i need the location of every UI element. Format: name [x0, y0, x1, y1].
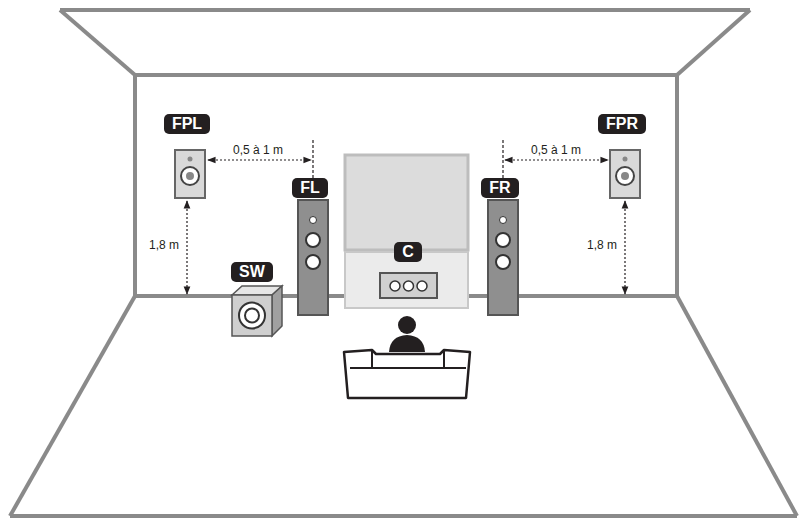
room-outline	[10, 10, 797, 516]
speaker-code: FL	[300, 179, 320, 197]
dimension-label: 1,8 m	[585, 238, 619, 252]
dimension-label: 0,5 à 1 m	[529, 143, 583, 157]
television	[345, 155, 468, 308]
front-right-speaker	[488, 200, 518, 315]
speaker-code: FPR	[606, 115, 638, 133]
speaker-code: SW	[239, 263, 265, 281]
center-speaker	[380, 273, 437, 298]
listener-on-sofa	[344, 316, 470, 398]
dimension-label: 0,5 à 1 m	[231, 143, 285, 157]
speaker-label: FR	[481, 178, 518, 198]
front-presence-left-speaker	[175, 150, 205, 198]
front-left-speaker	[298, 200, 328, 315]
speaker-label: SW	[231, 262, 273, 282]
speaker-code: C	[402, 243, 414, 261]
speaker-label: FPL	[164, 114, 210, 134]
speaker-code: FR	[489, 179, 510, 197]
subwoofer	[232, 286, 282, 336]
dimension-lines	[187, 140, 625, 294]
speaker-label: FL	[292, 178, 328, 198]
dimension-label: 1,8 m	[147, 238, 181, 252]
speaker-code: FPL	[172, 115, 202, 133]
speaker-label: C	[394, 242, 422, 262]
front-presence-right-speaker	[610, 150, 640, 198]
speaker-label: FPR	[598, 114, 646, 134]
